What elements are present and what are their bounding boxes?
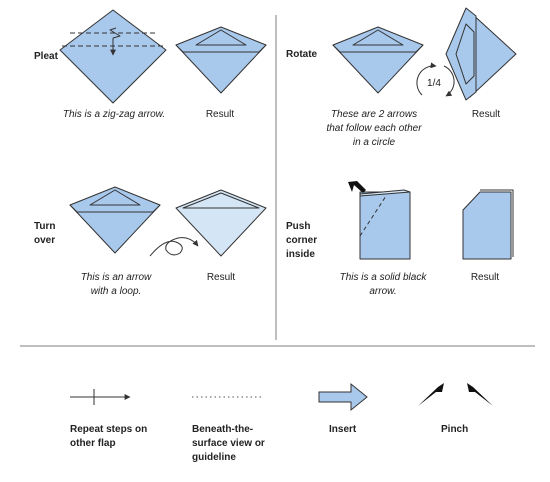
legend-label-pinch: Pinch [441,424,469,435]
pleat-caption: This is a zig-zag arrow. [62,109,166,120]
rotate-result-label: Result [471,109,501,120]
push-result-figure [462,189,514,260]
rotate-before-figure [332,26,424,94]
panel-title-turn-over: Turn over [34,221,56,246]
push-caption: This is a solid black arrow. [339,272,427,297]
turn-before-figure [69,186,161,254]
line-arrow-icon [70,389,131,405]
turn-caption: This is an arrow with a loop. [80,272,152,297]
push-result-label: Result [470,272,500,283]
pleat-before-figure [59,9,167,104]
pinch-arrows-icon [418,383,493,406]
push-before-figure [359,189,411,260]
loop-arrow-icon [149,237,199,257]
solid-black-arrow-icon [348,181,366,193]
panel-title-rotate: Rotate [286,49,318,60]
hollow-arrow-icon [318,382,368,412]
pleat-result-label: Result [205,109,235,120]
legend-label-repeat-steps: Repeat steps on other flap [70,424,148,449]
legend-label-beneath-surface: Beneath-the-surface view or guideline [192,424,265,463]
legend-label-insert: Insert [329,424,357,435]
rotate-result-figure [445,7,517,101]
panel-title-push-corner-inside: Push corner inside [286,221,318,260]
turn-result-label: Result [206,272,236,283]
rotate-circle-arrows-icon [416,62,455,97]
rotation-badge: 1/4 [427,78,441,89]
panel-title-pleat: Pleat [34,51,58,62]
turn-result-figure [175,189,267,257]
rotate-caption: These are 2 arrows that follow each othe… [326,109,422,148]
pleat-result-figure [175,26,267,94]
